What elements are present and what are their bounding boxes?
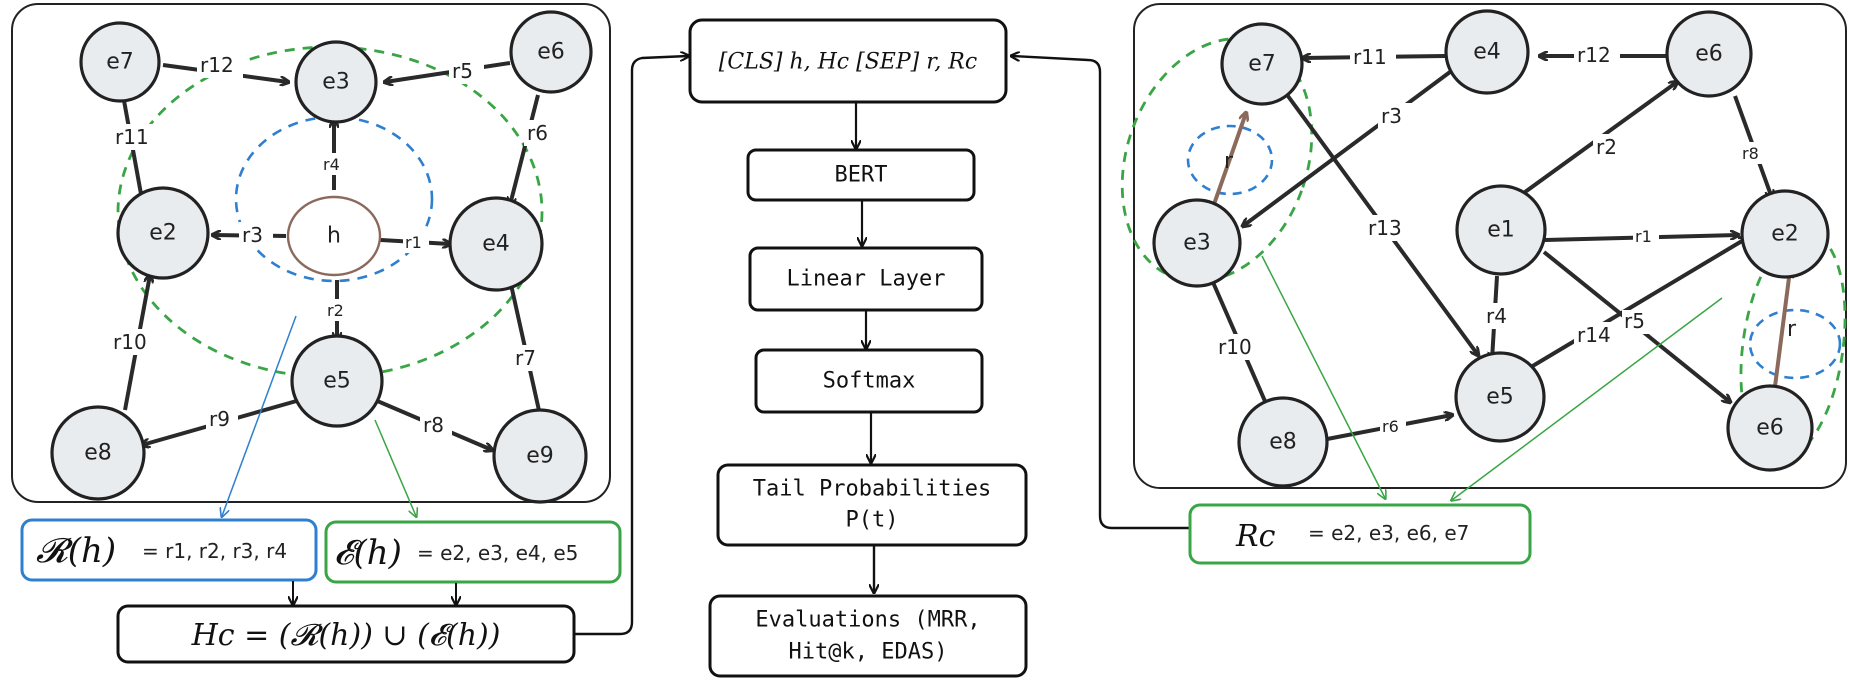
eval-line: Evaluations (MRR, [755,608,980,633]
edge-label: r2 [327,301,344,320]
node-label: e4 [1473,40,1501,65]
node-e8 [1237,396,1329,488]
node-label: h [327,224,341,249]
node-e5 [1454,351,1546,443]
edge-label: r11 [1353,45,1387,69]
context-set-box: Hc = (𝓡(h)) ∪ (𝓔(h)) [116,604,576,664]
tail-title: Tail Probabilities [753,477,991,502]
node-label: e3 [1183,231,1211,256]
node-label: e1 [1487,218,1515,243]
edge-label: r1 [1635,227,1652,246]
node-e1 [1455,184,1547,276]
edge-label: r [1224,149,1234,174]
node-label: e2 [1771,222,1799,247]
left-nodes: e7 e3 e6 e2 e4 e8 e5 e9 h [50,10,593,504]
entity-set-box: 𝓔(h) = e2, e3, e4, e5 [324,520,622,584]
edge-label: r10 [1218,335,1252,359]
edge-label: r5 [452,59,473,83]
edge-label: r3 [1381,104,1402,128]
edge-label: r13 [1368,216,1402,240]
edge-label: r3 [242,223,263,247]
node-label: e6 [1756,416,1784,441]
edge-label: r6 [1382,417,1399,436]
edge-label: r12 [200,53,234,77]
edge-label: r7 [515,346,536,370]
relation-set-values: = r1, r2, r3, r4 [142,539,287,563]
step-label: Softmax [823,369,916,394]
node-e7 [79,21,161,103]
edge-label: r10 [113,330,147,354]
node-e6 [509,10,593,94]
input-box [688,18,1008,104]
right-nodes: e7 e4 e6 e3 e1 e2 e5 e8 e6 [1152,9,1830,488]
node-e9 [492,408,588,504]
node-label: e5 [323,369,351,394]
evaluations-box [708,594,1028,678]
node-e2 [116,186,210,280]
edge-label: r4 [1486,304,1507,328]
node-label: e4 [482,232,510,257]
softmax-box [754,348,984,414]
relation-set-box: 𝓡(h) = r1, r2, r3, r4 [20,518,318,582]
edge-label: r6 [527,121,548,145]
entity-set-symbol: 𝓔(h) [334,533,402,573]
node-e6-bottom [1726,384,1814,472]
entity-set-values: = e2, e3, e4, e5 [417,541,578,565]
node-label: e8 [84,441,112,466]
node-label: e2 [149,221,177,246]
node-h [286,195,382,277]
edge-label: r [1787,317,1797,342]
step-label: BERT [835,163,888,188]
step-label: Linear Layer [787,267,946,292]
right-edge-labels: r11 r12 r3 r2 r8 r13 r1 r4 r14 r5 r10 r6… [1215,42,1797,437]
edge-label: r11 [115,125,149,149]
node-label: e9 [526,444,554,469]
relation-neighborhood-ellipse [234,115,434,283]
node-e4 [448,196,544,292]
bert-box [746,148,976,202]
node-e7 [1220,22,1304,106]
edge-label: r14 [1577,323,1611,347]
edge-label: r8 [423,413,444,437]
edge-label: r5 [1624,309,1645,333]
input-sequence: [CLS] h, Hc [SEP] r, Rc [719,50,977,75]
node-label: e7 [1248,52,1276,77]
node-label: e8 [1269,430,1297,455]
right-graph-panel: r11 r12 r3 r2 r8 r13 r1 r4 r14 r5 r10 r6… [1120,3,1847,500]
node-e6 [1665,10,1753,98]
pipeline: [CLS] h, Hc [SEP] r, Rc BERT Linear Laye… [688,18,1028,678]
edge-label: r1 [405,233,422,252]
node-label: e7 [106,50,134,75]
edge-label: r2 [1596,135,1617,159]
left-graph-panel: r12 r5 r11 r6 r4 r3 r1 r2 r10 r7 r9 r8 [11,3,611,516]
node-e5 [290,334,384,428]
node-e8 [50,405,146,501]
node-label: e3 [322,70,350,95]
eval-line: Hit@k, EDAS) [789,640,948,665]
node-label: e6 [537,40,565,65]
context-set-formula: Hc = (𝓡(h)) ∪ (𝓔(h)) [191,618,501,653]
rc-symbol: Rc [1235,519,1276,554]
node-e2 [1740,189,1830,279]
linear-layer-box [748,246,984,312]
node-e4 [1444,9,1530,95]
edge-label: r8 [1742,144,1759,163]
hc-to-input-connector [574,56,688,636]
node-e3 [294,40,378,124]
rc-set-box: Rc = e2, e3, e6, e7 [1188,503,1532,565]
relation-set-symbol: 𝓡(h) [36,531,116,571]
edge-label: r12 [1577,43,1611,67]
node-label: e6 [1695,42,1723,67]
edge-label: r4 [323,155,340,174]
left-edge-labels: r12 r5 r11 r6 r4 r3 r1 r2 r10 r7 r9 r8 [110,52,556,438]
rc-values: = e2, e3, e6, e7 [1308,521,1469,545]
node-label: e5 [1486,385,1514,410]
tail-formula: P(t) [846,508,899,533]
edge-label: r9 [209,407,230,431]
node-e3 [1152,198,1242,288]
tail-probabilities-box [716,463,1028,547]
rc-to-input-connector [1012,56,1190,530]
